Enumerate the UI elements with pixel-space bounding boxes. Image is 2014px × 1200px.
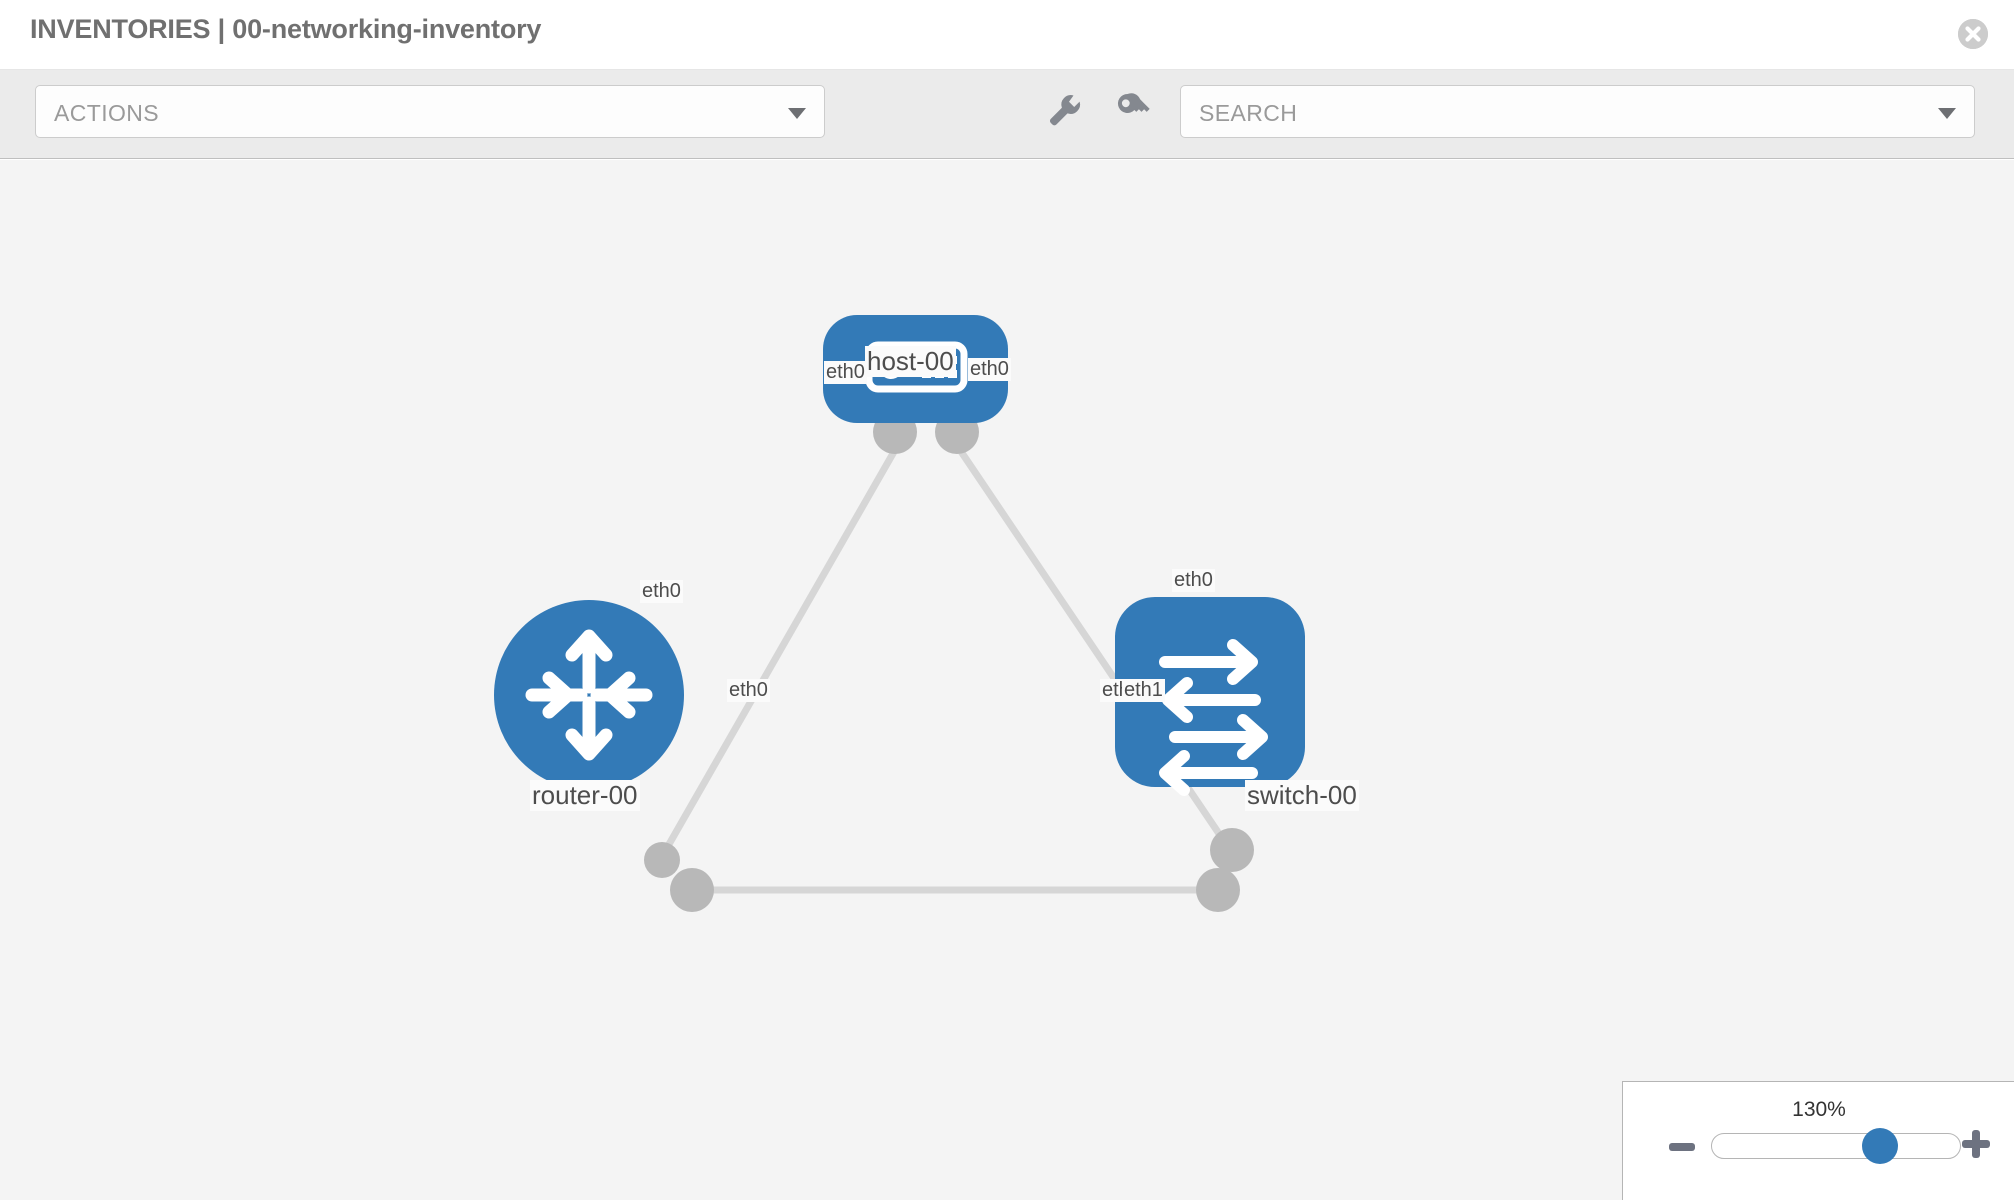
key-button[interactable] [1112, 88, 1154, 130]
search-placeholder: SEARCH [1199, 100, 1298, 126]
zoom-level-value: 130% [1792, 1098, 1846, 1121]
iface-label-switch00-to-host00: eth0 [1172, 569, 1215, 592]
actions-dropdown[interactable]: ACTIONS [35, 85, 825, 138]
connector-switch00-west[interactable] [1196, 868, 1240, 912]
iface-label-host00-to-router00: eth0 [824, 361, 867, 384]
topology-canvas[interactable]: host-00 router-00 switch-00 eth0 eth0 et… [0, 160, 2014, 1200]
plus-icon [1962, 1130, 1990, 1158]
page-title: INVENTORIES | 00-networking-inventory [30, 14, 542, 44]
search-input[interactable]: SEARCH [1180, 85, 1975, 138]
node-switch-00[interactable] [1115, 597, 1305, 796]
key-icon [1117, 93, 1150, 113]
close-icon [1958, 19, 1988, 49]
zoom-in-button[interactable] [1958, 1126, 1994, 1162]
close-button[interactable] [1958, 19, 1988, 49]
wrench-icon [1049, 95, 1081, 126]
connector-switch00-nw[interactable] [1210, 828, 1254, 872]
iface-label-router00-to-host00: eth0 [640, 580, 683, 603]
zoom-control-panel: 130% [1622, 1081, 2014, 1200]
wrench-button[interactable] [1043, 88, 1085, 130]
chevron-down-icon [1938, 108, 1956, 119]
minus-icon [1669, 1143, 1695, 1151]
node-label-host-00: host-00 [865, 346, 956, 377]
node-router-00[interactable] [494, 600, 684, 790]
chevron-down-icon [788, 108, 806, 119]
iface-label-host00-to-switch00: eth0 [968, 358, 1011, 381]
switch-icon [1159, 639, 1268, 796]
zoom-out-button[interactable] [1665, 1130, 1699, 1164]
zoom-slider-thumb[interactable] [1862, 1128, 1898, 1164]
router-icon [525, 629, 653, 761]
iface-label-router00-to-switch00: eth0 [727, 679, 770, 702]
connector-router00-ne[interactable] [644, 842, 680, 878]
actions-dropdown-label: ACTIONS [54, 100, 160, 126]
node-label-switch-00: switch-00 [1245, 780, 1359, 811]
connector-router00-east[interactable] [670, 868, 714, 912]
topology-graph [494, 315, 1305, 912]
page-header: INVENTORIES | 00-networking-inventory [0, 0, 2014, 70]
link-host00-router00[interactable] [656, 448, 899, 862]
zoom-slider-track[interactable] [1711, 1133, 1961, 1159]
node-label-router-00: router-00 [530, 780, 640, 811]
iface-label-switch00-to-router00: eth1 [1122, 679, 1165, 702]
